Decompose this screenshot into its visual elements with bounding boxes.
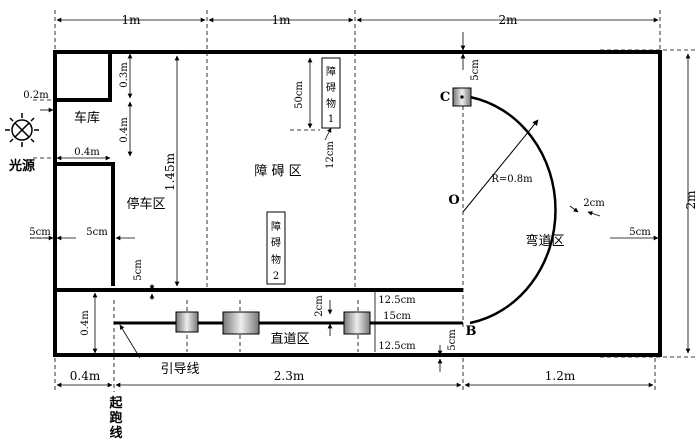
point-c-label: C — [440, 90, 450, 105]
ob1-char-1: 障 — [326, 65, 336, 78]
curve-zone-label: 弯道区 — [525, 233, 564, 249]
guide-line-label: 引导线 — [160, 362, 199, 377]
start-line-char-3: 线 — [109, 425, 122, 441]
dim-right-gap: 5cm — [629, 227, 651, 238]
garage-wall — [55, 52, 112, 102]
dim-garage-h: 0.4m — [119, 117, 130, 143]
dim-bar-h: 2cm — [314, 295, 325, 317]
parking-wall — [55, 162, 115, 286]
dim-radius: R=0.8m — [491, 174, 533, 185]
dim-c-gap: 5cm — [470, 59, 481, 81]
light-icon — [5, 113, 39, 147]
dim-b-gap: 5cm — [447, 329, 458, 351]
ob2-char-3: 物 — [271, 253, 281, 266]
dim-top-2: 1m — [271, 13, 291, 27]
dim-curve-len: 1.2m — [545, 369, 576, 383]
dim-lane2: 12.5cm — [378, 341, 416, 352]
lane-block-1 — [175, 311, 199, 333]
ob1-char-4: 1 — [328, 114, 334, 125]
outer-wall — [53, 50, 662, 357]
dim-straight-len: 2.3m — [274, 369, 305, 383]
obstacle-2 — [266, 211, 286, 285]
ob2-char-4: 2 — [273, 271, 279, 282]
dim-light-gap: 0.2m — [23, 90, 49, 101]
dim-top-3: 2m — [498, 13, 518, 27]
straight-zone-label: 直道区 — [270, 332, 309, 347]
lane-block-2 — [222, 311, 260, 335]
light-label: 光源 — [8, 158, 35, 174]
dim-ob1-w: 12cm — [325, 141, 336, 169]
parking-label: 停车区 — [126, 196, 165, 212]
ob1-char-2: 碍 — [326, 82, 336, 94]
ob1-char-3: 物 — [326, 97, 336, 110]
start-line-char-1: 起 — [108, 395, 123, 411]
dim-curve-w: 2cm — [583, 198, 605, 209]
lane-block-3 — [343, 311, 371, 335]
dim-garage-top: 0.3m — [119, 62, 130, 88]
garage-label: 车库 — [74, 110, 100, 126]
obstacle-zone-label: 障 碍 区 — [254, 164, 301, 179]
point-o-label: O — [448, 193, 459, 208]
dim-wall-gap: 5cm — [29, 227, 51, 238]
point-b-label: B — [466, 324, 477, 339]
dim-lane-h: 0.4m — [80, 310, 91, 336]
radius-line — [462, 119, 539, 213]
dim-total-h: 2m — [684, 190, 698, 210]
dim-top-1: 1m — [121, 13, 141, 27]
dim-ob1-h: 50cm — [294, 81, 305, 109]
dim-garage-w: 0.4m — [74, 147, 100, 158]
dimension-arrows — [30, 17, 691, 388]
dim-park-gap: 5cm — [86, 227, 108, 238]
dim-park-h: 1.45m — [163, 152, 177, 191]
ob2-char-1: 障 — [271, 220, 281, 233]
ob2-char-2: 碍 — [271, 237, 281, 249]
dim-lane-mid: 15cm — [383, 311, 411, 322]
start-line-char-2: 跑 — [109, 410, 122, 426]
dim-park-bottom: 5cm — [133, 259, 144, 281]
dim-start-left: 0.4m — [70, 369, 101, 383]
curve-arc — [469, 95, 557, 325]
dim-lane1: 12.5cm — [378, 295, 416, 306]
